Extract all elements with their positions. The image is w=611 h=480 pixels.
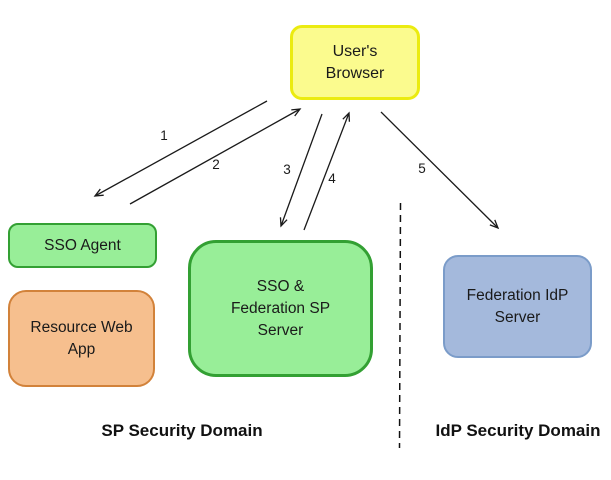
- node-label-line: Federation IdP: [466, 286, 569, 304]
- node-sso-agent: SSO Agent: [8, 223, 157, 268]
- idp-security-domain-label: IdP Security Domain: [435, 421, 601, 440]
- node-resource-web-app: Resource Web App: [8, 290, 155, 387]
- security-domain-divider: [398, 202, 402, 449]
- node-label-line: Server: [257, 321, 304, 339]
- node-label-line: SSO Agent: [44, 236, 121, 254]
- arrow-label-2: 2: [212, 157, 220, 172]
- node-sso-federation-sp-server: SSO & Federation SP Server: [188, 240, 373, 377]
- node-federation-idp-server: Federation IdP Server: [443, 255, 592, 358]
- arrow-1-browser-to-sso-agent: [93, 100, 268, 197]
- arrow-label-5: 5: [418, 161, 426, 176]
- arrow-3-browser-to-sp-server: [279, 113, 323, 228]
- node-label-line: SSO &: [256, 277, 305, 295]
- arrow-label-1: 1: [160, 128, 168, 143]
- node-label-line: App: [67, 340, 96, 358]
- node-users-browser: User's Browser: [290, 25, 420, 100]
- node-label-line: Federation SP: [230, 299, 331, 317]
- arrow-4-sp-server-to-browser: [303, 111, 351, 231]
- sp-security-domain-label: SP Security Domain: [101, 421, 263, 440]
- node-label-line: User's: [332, 42, 378, 60]
- node-label-line: Browser: [325, 64, 385, 82]
- node-label-line: Resource Web: [30, 318, 133, 336]
- arrow-2-sso-agent-to-browser: [129, 108, 302, 205]
- arrow-label-4: 4: [328, 171, 336, 186]
- arrow-label-3: 3: [283, 162, 291, 177]
- node-label-line: Server: [494, 308, 541, 326]
- arrow-5-browser-to-idp-server: [380, 111, 500, 230]
